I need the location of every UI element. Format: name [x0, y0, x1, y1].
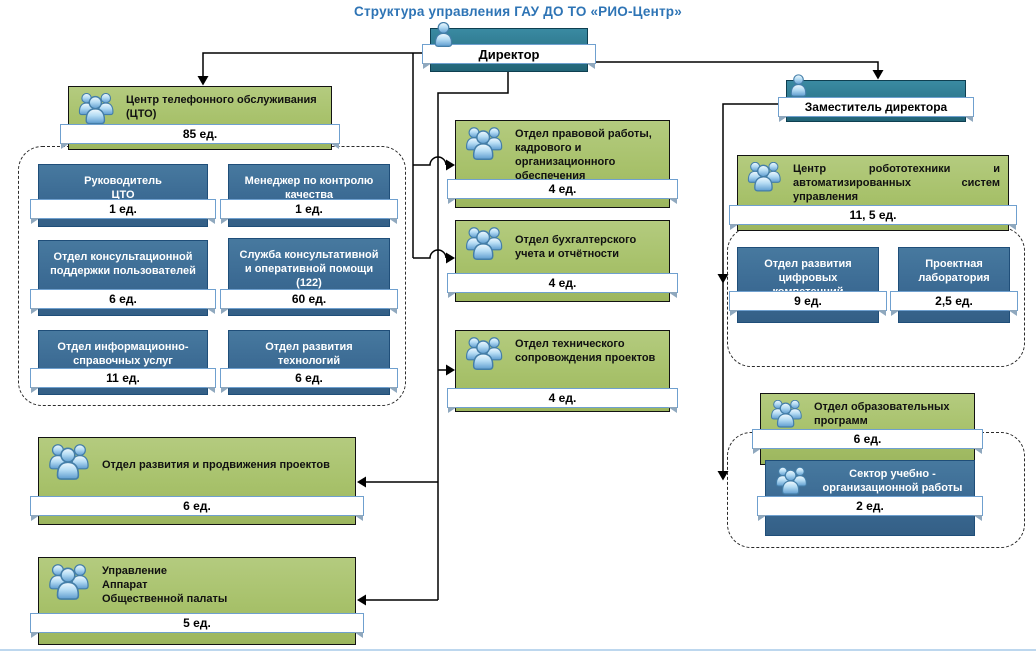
node-label: Отдел развития и продвижения проектов: [102, 459, 330, 472]
node-label: Отдел информационно-справочных услуг: [57, 341, 189, 368]
staff-count: 11 ед.: [106, 371, 140, 385]
node-cto-head: Руководитель ЦТО 1 ед.: [30, 164, 216, 227]
node-consulting-support: Отдел консультационной поддержки пользов…: [30, 240, 216, 316]
node-project-lab: Проектная лаборатория 2,5 ед.: [890, 247, 1018, 323]
staff-count: 1 ед.: [295, 202, 323, 216]
people-group-icon: [746, 161, 786, 198]
node-education-programs: Отдел образовательных программ 6 ед.: [752, 393, 983, 465]
node-label: Заместитель директора: [804, 100, 948, 114]
node-label: Отдел консультационной поддержки пользов…: [50, 251, 196, 278]
node-info-services: Отдел информационно-справочных услуг 11 …: [30, 330, 216, 395]
node-public-chamber: Управление Аппарат Общественной палаты 5…: [30, 557, 364, 645]
staff-count: 6 ед.: [295, 371, 323, 385]
node-project-promotion: Отдел развития и продвижения проектов 6 …: [30, 437, 364, 525]
node-robotics-center: Центр робототехники и автоматизированных…: [729, 155, 1017, 231]
staff-count: 85 ед.: [182, 127, 218, 141]
node-director: Директор: [422, 21, 596, 72]
staff-count: 1 ед.: [109, 202, 137, 216]
people-group-icon: [464, 127, 508, 167]
people-group-icon: [464, 227, 508, 267]
people-group-icon: [47, 444, 95, 487]
node-label: Управление Аппарат Общественной палаты: [102, 565, 228, 606]
node-label: Служба консультативной и оперативной пом…: [239, 249, 379, 290]
node-label: Отдел образовательных программ: [814, 401, 950, 428]
node-label: Центр телефонного обслуживания (ЦТО): [126, 94, 317, 121]
node-tech-development: Отдел развития технологий 6 ед.: [220, 330, 398, 395]
node-label: Сектор учебно - организационной работы: [822, 468, 963, 495]
staff-count: 4 ед.: [548, 182, 577, 196]
node-cto-center: Центр телефонного обслуживания (ЦТО) 85 …: [60, 86, 340, 150]
staff-count: 60 ед.: [291, 292, 327, 306]
staff-count: 6 ед.: [109, 292, 137, 306]
node-label: Отдел правовой работы, кадрового и орган…: [515, 128, 652, 183]
people-group-icon: [464, 337, 508, 377]
staff-count: 11, 5 ед.: [849, 208, 897, 222]
person-icon: [790, 74, 807, 103]
page-bottom-border: [0, 649, 1036, 651]
staff-count: 6 ед.: [183, 499, 211, 513]
staff-count: 4 ед.: [548, 391, 577, 405]
staff-count: 5 ед.: [183, 616, 211, 630]
page-title: Структура управления ГАУ ДО ТО «РИО-Цент…: [354, 4, 682, 19]
node-accounting-department: Отдел бухгалтерского учета и отчётности …: [447, 220, 678, 302]
node-deputy-director: Заместитель директора: [778, 74, 974, 122]
node-legal-department: Отдел правовой работы, кадрового и орган…: [447, 120, 678, 208]
staff-count: 2 ед.: [856, 499, 884, 513]
node-label: Отдел технического сопровождения проекто…: [515, 338, 656, 365]
node-label: Отдел бухгалтерского учета и отчётности: [515, 233, 637, 260]
staff-count: 9 ед.: [794, 294, 822, 308]
node-project-tech-support: Отдел технического сопровождения проекто…: [447, 330, 678, 413]
node-label: Менеджер по контролю качества: [244, 175, 374, 202]
staff-count: 4 ед.: [548, 276, 577, 290]
node-label: Отдел развития технологий: [265, 341, 353, 368]
node-digital-competences: Отдел развития цифровых компетенций 9 ед…: [729, 247, 887, 323]
node-help-service-122: Служба консультативной и оперативной пом…: [220, 238, 398, 316]
node-label: Директор: [478, 46, 540, 62]
people-group-icon: [47, 564, 95, 607]
person-icon: [434, 21, 453, 53]
staff-count: 6 ед.: [853, 432, 882, 446]
node-label: Проектная лаборатория: [918, 258, 990, 285]
node-qa-manager: Менеджер по контролю качества 1 ед.: [220, 164, 398, 227]
node-label: Руководитель ЦТО: [84, 175, 162, 202]
staff-count: 2,5 ед.: [935, 294, 973, 308]
node-label: Центр робототехники и автоматизированных…: [793, 163, 1000, 204]
node-training-sector: Сектор учебно - организационной работы 2…: [757, 460, 983, 536]
